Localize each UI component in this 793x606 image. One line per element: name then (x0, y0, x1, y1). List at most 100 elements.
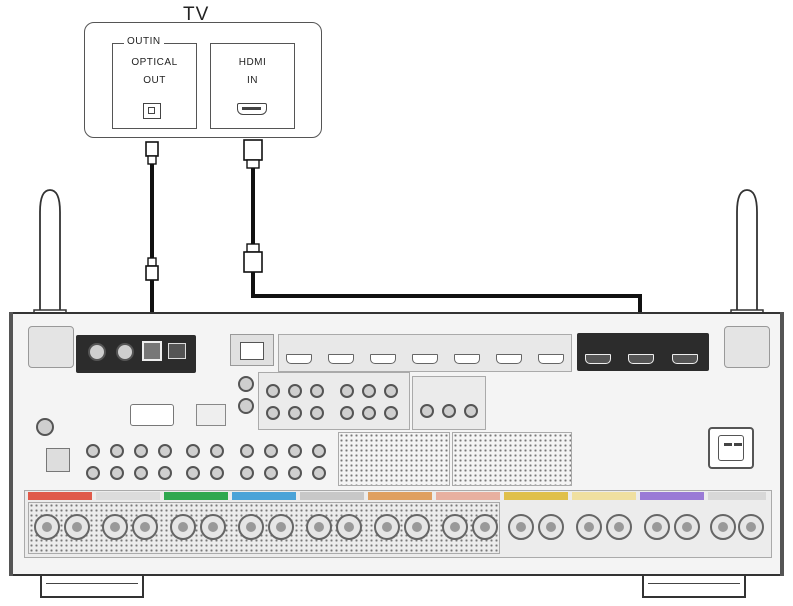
height-1-tab (504, 492, 568, 500)
pre-out-jack-5 (186, 444, 200, 458)
phono-jack-3 (464, 404, 478, 418)
foot-left-detail (46, 583, 138, 584)
sp-terminal-9 (306, 514, 332, 540)
hdmi-in-7 (538, 354, 564, 364)
pre-out-jack-20 (312, 466, 326, 480)
receiver-optical-input-port (142, 341, 162, 361)
surround-back-right-tab (436, 492, 500, 500)
audio-jack-4 (340, 384, 354, 398)
sp-terminal-22 (738, 514, 764, 540)
tv-hdmi-label-line1: HDMI (238, 57, 267, 68)
pre-out-jack-17 (240, 466, 254, 480)
hdmi-output-block (577, 333, 709, 371)
hdmi-in-6 (496, 354, 522, 364)
pre-out-jack-8 (264, 444, 278, 458)
hdmi-in-3 (370, 354, 396, 364)
receiver-optical-input-port-2 (168, 343, 186, 359)
audio-jack-5 (362, 384, 376, 398)
audio-jack-6 (384, 384, 398, 398)
pre-out-jack-15 (186, 466, 200, 480)
front-right-tab (96, 492, 160, 500)
sp-terminal-19 (644, 514, 670, 540)
sp-terminal-1 (34, 514, 60, 540)
sp-terminal-6 (200, 514, 226, 540)
tv-hdmi-label: HDMI IN (210, 54, 295, 90)
tv-optical-label: OPTICAL OUT (112, 54, 197, 90)
sp-terminal-20 (674, 514, 700, 540)
phono-jack-2 (442, 404, 456, 418)
hdmi-in-2 (328, 354, 354, 364)
coaxial-jack-1 (88, 343, 106, 361)
pre-out-jack-19 (288, 466, 302, 480)
tv-optical-label-line2: OUT (143, 75, 166, 86)
tv-out-in-label: OUTIN (124, 36, 164, 47)
receiver-right-edge (780, 312, 784, 576)
fm-antenna-jack (36, 418, 54, 436)
height-3-tab (640, 492, 704, 500)
sp-terminal-17 (576, 514, 602, 540)
pre-out-jack-16 (210, 466, 224, 480)
pre-out-jack-12 (110, 466, 124, 480)
rs232c-port (130, 404, 174, 426)
front-left-tab (28, 492, 92, 500)
pre-out-jack-11 (86, 466, 100, 480)
sp-terminal-7 (238, 514, 264, 540)
receiver-foot-left (40, 576, 144, 598)
left-antenna (33, 189, 67, 323)
audio-jack-1 (266, 384, 280, 398)
ethernet-port (240, 342, 264, 360)
sp-terminal-21 (710, 514, 736, 540)
sp-terminal-8 (268, 514, 294, 540)
receiver-foot-right (642, 576, 746, 598)
audio-jack-7 (266, 406, 280, 420)
sp-terminal-15 (508, 514, 534, 540)
phono-block (412, 376, 486, 430)
receiver-left-edge (9, 312, 13, 576)
hdmi-input-row (278, 334, 572, 372)
sp-terminal-13 (442, 514, 468, 540)
hdmi-out-monitor (628, 354, 654, 364)
left-antenna-base (28, 326, 74, 368)
audio-jack-8 (288, 406, 302, 420)
audio-jack-11 (362, 406, 376, 420)
ac-inlet (708, 427, 754, 469)
pre-out-jack-2 (110, 444, 124, 458)
pre-out-jack-7 (240, 444, 254, 458)
ir-flasher-block (196, 404, 226, 426)
phono-jack-1 (420, 404, 434, 418)
ac-pin-2 (734, 443, 742, 446)
sp-terminal-18 (606, 514, 632, 540)
hdmi-out-1 (585, 354, 611, 364)
hdmi-out-2 (672, 354, 698, 364)
sp-terminal-12 (404, 514, 430, 540)
foot-right-detail (648, 583, 740, 584)
zone-grid-panel (452, 432, 572, 486)
pre-out-jack-10 (312, 444, 326, 458)
surround-left-tab (232, 492, 296, 500)
right-antenna (730, 189, 764, 323)
tv-optical-out-port (143, 103, 161, 119)
sp-terminal-3 (102, 514, 128, 540)
hdmi-in-1 (286, 354, 312, 364)
pre-out-jack-4 (158, 444, 172, 458)
sp-terminal-14 (472, 514, 498, 540)
height-2-tab (572, 492, 636, 500)
right-antenna-base (724, 326, 770, 368)
sp-terminal-2 (64, 514, 90, 540)
pre-out-jack-1 (86, 444, 100, 458)
sp-terminal-11 (374, 514, 400, 540)
height-4-tab (708, 492, 766, 500)
pre-out-grid-panel (338, 432, 450, 486)
coaxial-jack-2 (116, 343, 134, 361)
hdmi-in-5 (454, 354, 480, 364)
sp-terminal-10 (336, 514, 362, 540)
surround-right-tab (300, 492, 364, 500)
sp-terminal-5 (170, 514, 196, 540)
pre-out-jack-9 (288, 444, 302, 458)
pre-out-jack-14 (158, 466, 172, 480)
audio-jack-3 (310, 384, 324, 398)
audio-jack-9 (310, 406, 324, 420)
surround-back-left-tab (368, 492, 432, 500)
pre-out-jack-3 (134, 444, 148, 458)
